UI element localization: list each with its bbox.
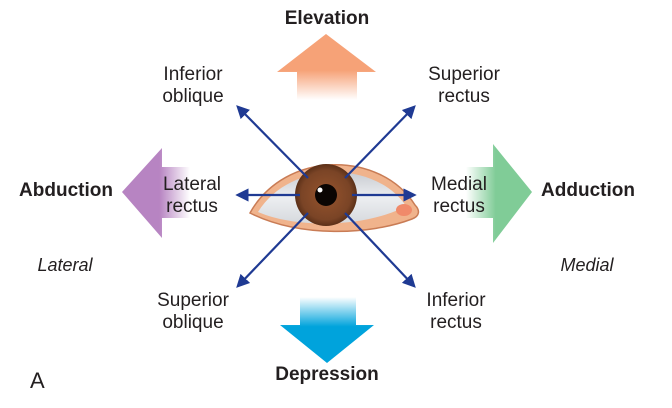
- medial-rectus-label: Medial rectus: [424, 174, 494, 218]
- superior-oblique-arrow: [236, 212, 309, 288]
- medial-rectus-line1: Medial: [431, 174, 487, 195]
- superior-oblique-label: Superior oblique: [148, 290, 238, 334]
- adduction-label: Adduction: [541, 180, 635, 201]
- inferior-oblique-arrow: [236, 105, 309, 179]
- inferior-rectus-arrow: [344, 212, 416, 288]
- abduction-arrow: [122, 148, 190, 238]
- medial-side-label: Medial: [560, 255, 614, 275]
- panel-label: A: [30, 368, 45, 393]
- caruncle: [396, 204, 412, 216]
- muscle-arrows: [235, 105, 417, 288]
- abduction-label: Abduction: [19, 180, 113, 201]
- superior-rectus-label: Superior rectus: [422, 64, 506, 108]
- superior-oblique-line1: Superior: [157, 290, 229, 311]
- lateral-rectus-label: Lateral rectus: [152, 174, 232, 218]
- superior-rectus-arrow: [344, 105, 416, 179]
- inferior-rectus-line1: Inferior: [426, 290, 486, 311]
- lateral-side-label: Lateral: [37, 255, 93, 275]
- depression-label: Depression: [275, 364, 379, 385]
- lateral-rectus-line2: rectus: [166, 196, 218, 217]
- depression-arrow: [280, 297, 374, 363]
- superior-oblique-line2: oblique: [162, 312, 224, 333]
- adduction-arrow: [466, 144, 532, 243]
- inferior-rectus-label: Inferior rectus: [420, 290, 492, 334]
- superior-rectus-line1: Superior: [428, 64, 500, 85]
- pupil-highlight: [317, 187, 323, 193]
- lateral-rectus-line1: Lateral: [162, 174, 222, 195]
- medial-rectus-line2: rectus: [433, 196, 485, 217]
- inferior-oblique-label: Inferior oblique: [152, 64, 234, 108]
- superior-rectus-line2: rectus: [438, 86, 490, 107]
- pupil: [315, 184, 337, 206]
- inferior-oblique-line2: oblique: [162, 86, 224, 107]
- elevation-arrow: [277, 34, 376, 100]
- inferior-oblique-line1: Inferior: [163, 64, 223, 85]
- eye-illustration: [248, 164, 420, 233]
- inferior-rectus-line2: rectus: [430, 312, 482, 333]
- elevation-label: Elevation: [284, 8, 370, 29]
